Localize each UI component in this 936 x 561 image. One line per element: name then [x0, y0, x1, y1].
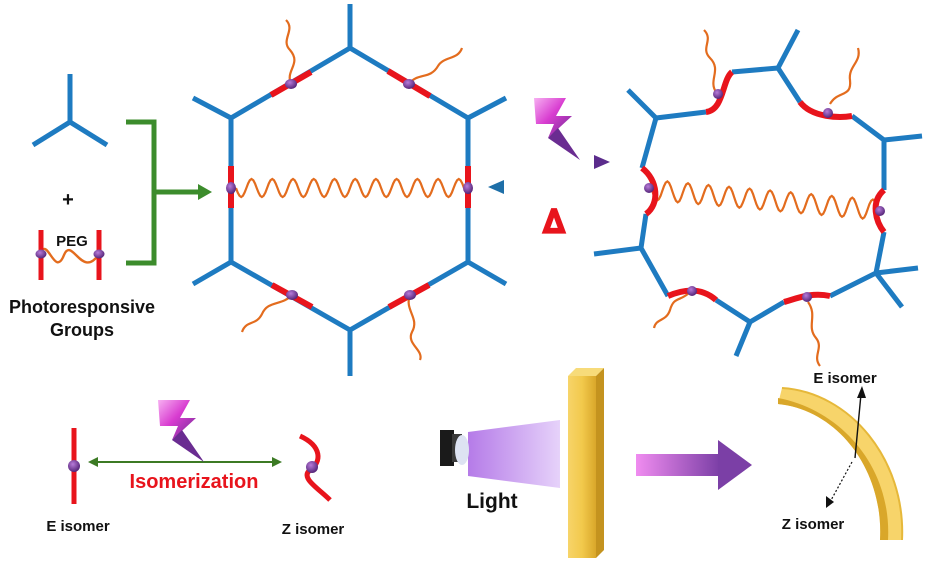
plus-sign: + [62, 189, 74, 211]
light-label: Light [466, 490, 517, 513]
lightning-icon [158, 400, 204, 462]
peg-label: PEG [56, 233, 88, 250]
hex-nodes [226, 79, 473, 300]
z-isomer-right-label: Z isomer [782, 516, 845, 533]
e-isomer-direction-arrow [854, 386, 866, 459]
framework-e-state [191, 4, 508, 376]
e-isomer-label: E isomer [46, 518, 110, 535]
lightning-icon [534, 98, 580, 160]
z-spokes [593, 28, 923, 357]
film-bar-bent [778, 387, 904, 541]
film-bar-flat [568, 368, 604, 558]
framework-z-state [593, 28, 923, 367]
photoresponsive-label-line2: Groups [50, 320, 114, 340]
peg-chains [234, 19, 466, 361]
photoresponsive-label-line1: Photoresponsive [9, 297, 155, 317]
peg-photoresponsive-unit [35, 230, 105, 280]
z-nodes [644, 89, 885, 302]
z-isomer-direction-arrow [826, 461, 853, 508]
z-peg-chains [650, 29, 880, 367]
hex-spokes [191, 4, 508, 376]
big-transform-arrow [636, 440, 752, 490]
combine-bracket-arrow [126, 119, 212, 266]
flashlight-icon [440, 420, 560, 488]
peg-crosslink-chain [234, 177, 466, 199]
z-photo-segments [639, 69, 887, 305]
forward-light-arrow [488, 155, 610, 169]
reverse-heat-arrow [488, 180, 612, 194]
e-isomer-right-label: E isomer [813, 370, 877, 387]
z-edges [638, 65, 887, 325]
isomerization-label: Isomerization [130, 471, 259, 493]
tritopic-linker-icon [31, 74, 109, 148]
z-isomer-label: Z isomer [282, 521, 345, 538]
z-isomer-icon [298, 433, 332, 502]
e-isomer-icon [68, 428, 80, 504]
z-peg-crosslink-chain [650, 179, 880, 221]
isomerization-double-arrow [88, 457, 282, 467]
heat-symbol: Δ [544, 205, 565, 240]
